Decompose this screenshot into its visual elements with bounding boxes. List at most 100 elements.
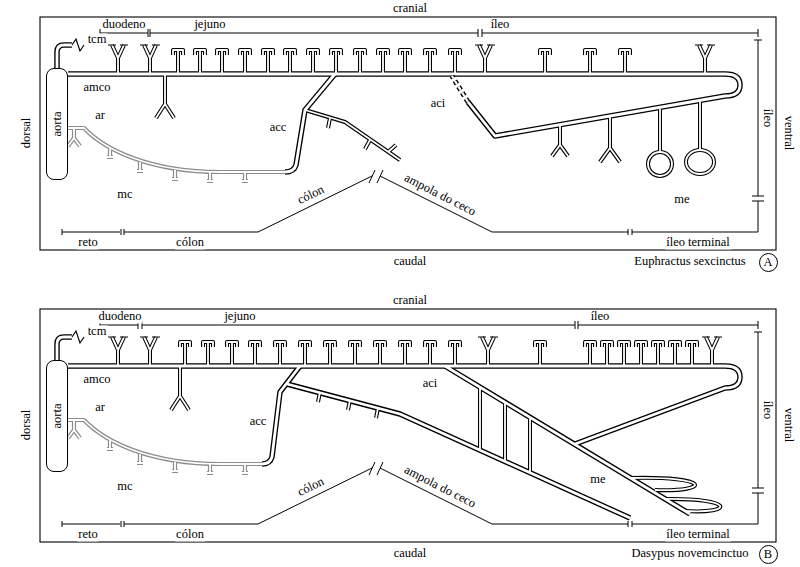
anatomy-label: tcm xyxy=(87,325,108,338)
anatomy-label: aci xyxy=(430,97,447,110)
anatomy-label: dorsal xyxy=(20,409,33,442)
artery-vessel xyxy=(400,342,410,366)
artery-vessel xyxy=(535,342,545,366)
artery-vessel xyxy=(699,45,711,74)
artery-vessel xyxy=(620,50,630,74)
artery-vessel xyxy=(331,50,341,74)
rectal-vessel xyxy=(107,440,248,473)
artery-vessel xyxy=(552,125,568,156)
vessel-tip xyxy=(140,45,160,46)
artery-vessel xyxy=(706,337,718,366)
artery-vessel xyxy=(540,50,550,74)
artery-vessel xyxy=(57,45,72,68)
artery-vessel xyxy=(620,50,630,74)
artery-vessel xyxy=(112,337,124,366)
anatomy-label: acc xyxy=(249,415,268,428)
artery-vessel xyxy=(425,50,435,74)
artery-vessel xyxy=(285,50,295,74)
artery-vessel xyxy=(687,342,697,366)
anatomy-label: cólon xyxy=(295,475,328,500)
artery-vessel xyxy=(173,50,183,74)
anatomy-label: cólon xyxy=(175,528,205,541)
artery-vessel xyxy=(217,50,227,74)
artery-vessel xyxy=(600,117,620,162)
artery-vessel xyxy=(535,342,545,366)
artery-vessel xyxy=(699,102,701,150)
panel-illustration xyxy=(40,17,776,250)
artery-vessel xyxy=(300,342,310,366)
trunk-symbol xyxy=(72,39,84,51)
dashed-vessel xyxy=(452,76,468,102)
artery-vessel xyxy=(450,342,460,366)
artery-vessel xyxy=(552,125,568,156)
artery-vessel xyxy=(445,366,690,514)
artery-vessel xyxy=(112,45,124,74)
anatomy-label: reto xyxy=(77,236,98,249)
region-bracket xyxy=(62,321,764,527)
artery-vessel xyxy=(653,342,663,366)
artery-vessel xyxy=(602,342,612,366)
anatomy-label: ar xyxy=(94,401,106,414)
artery-vessel xyxy=(156,74,174,118)
artery-vessel xyxy=(600,117,620,162)
artery-vessel xyxy=(670,342,680,366)
rectal-vessel xyxy=(68,420,80,438)
artery-vessel xyxy=(648,152,672,176)
anatomy-label: duodeno xyxy=(101,18,146,31)
artery-vessel xyxy=(275,342,285,366)
anatomy-label: ampola do ceco xyxy=(401,463,479,511)
artery-vessel xyxy=(619,342,629,366)
artery-vessel xyxy=(585,342,595,366)
anatomy-label: acc xyxy=(269,121,288,134)
artery-vessel xyxy=(112,45,124,74)
artery-vessel xyxy=(285,74,335,172)
artery-vessel xyxy=(156,74,174,118)
anatomy-label: jejuno xyxy=(193,18,226,31)
artery-vessel xyxy=(262,366,300,464)
artery-vessel xyxy=(217,50,227,74)
artery-vessel xyxy=(670,342,680,366)
anatomy-label: amco xyxy=(82,81,111,94)
artery-vessel xyxy=(686,150,714,174)
artery-vessel xyxy=(659,109,661,152)
artery-vessel xyxy=(57,45,72,68)
rectal-vessel xyxy=(68,128,80,146)
anatomy-label: cólon xyxy=(175,236,205,249)
artery-vessel xyxy=(350,342,360,366)
vessel-tip xyxy=(478,337,498,338)
artery-vessel xyxy=(425,50,435,74)
artery-vessel xyxy=(585,50,595,74)
anatomy-label: Euphractus sexcinctus xyxy=(633,255,746,268)
node-text: B xyxy=(764,548,772,561)
anatomy-label: caudal xyxy=(393,547,428,560)
anatomy-label: dorsal xyxy=(20,117,33,150)
artery-vessel xyxy=(68,74,740,136)
panel-illustration xyxy=(40,309,776,542)
anatomy-label: ventral xyxy=(781,407,794,444)
anatomy-label: mc xyxy=(116,188,133,201)
artery-vessel xyxy=(699,45,711,74)
anatomy-label: íleo xyxy=(760,400,773,421)
artery-vessel xyxy=(425,342,435,366)
anatomy-label: íleo terminal xyxy=(665,528,731,541)
anatomy-label: cranial xyxy=(392,2,428,15)
artery-vessel xyxy=(203,342,213,366)
artery-vessel xyxy=(173,50,183,74)
vessel-tip xyxy=(695,45,715,46)
artery-vessel xyxy=(648,152,672,176)
vessel-tip xyxy=(108,337,128,338)
artery-vessel xyxy=(250,342,260,366)
anatomy-label: ventral xyxy=(781,115,794,152)
artery-vessel xyxy=(180,342,190,366)
artery-vessel xyxy=(636,342,646,366)
artery-vessel xyxy=(350,342,360,366)
artery-vessel xyxy=(240,50,250,74)
artery-vessel xyxy=(305,110,400,160)
artery-vessel xyxy=(285,74,335,172)
artery-vessel xyxy=(378,50,388,74)
artery-vessel xyxy=(262,366,300,464)
artery-vessel xyxy=(328,118,396,152)
artery-vessel xyxy=(144,337,156,366)
artery-vessel xyxy=(263,50,273,74)
artery-vessel xyxy=(450,50,460,74)
